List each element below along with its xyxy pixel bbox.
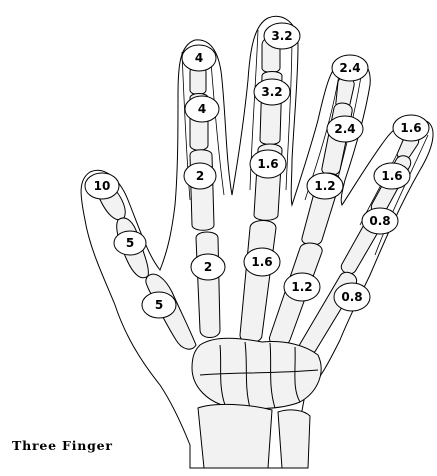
label-thumb-distal: 10 (85, 173, 119, 199)
label-thumb-metacarpal: 5 (142, 292, 176, 318)
label-little-metacarpal: 0.8 (334, 283, 370, 311)
label-little-proximal: 0.8 (362, 208, 398, 234)
label-ring-distal: 2.4 (332, 55, 368, 81)
label-ring-distal-text: 2.4 (339, 61, 360, 75)
label-ring-metacarpal: 1.2 (284, 273, 320, 301)
label-thumb-proximal-text: 5 (126, 236, 134, 250)
label-little-middle: 1.6 (374, 163, 410, 189)
index-metacarpal-bone (196, 232, 220, 338)
label-middle-metacarpal: 1.6 (244, 248, 280, 276)
label-thumb-proximal: 5 (114, 231, 146, 255)
label-little-distal: 1.6 (393, 115, 429, 141)
label-index-metacarpal-text: 2 (204, 260, 212, 274)
label-middle-middle-text: 3.2 (261, 85, 282, 99)
label-little-proximal-text: 0.8 (369, 214, 390, 228)
label-index-proximal: 2 (184, 163, 216, 189)
label-index-metacarpal: 2 (191, 254, 225, 280)
label-ring-proximal-text: 1.2 (314, 179, 335, 193)
label-index-proximal-text: 2 (196, 169, 204, 183)
label-index-distal: 4 (182, 45, 216, 71)
label-ring-metacarpal-text: 1.2 (291, 280, 312, 294)
label-little-metacarpal-text: 0.8 (341, 290, 362, 304)
radius-bone (198, 404, 272, 468)
label-ring-middle-text: 2.4 (334, 122, 355, 136)
label-middle-metacarpal-text: 1.6 (251, 255, 272, 269)
label-thumb-metacarpal-text: 5 (155, 298, 163, 312)
index-proximal-bone (190, 150, 214, 231)
ulna-bone (278, 410, 310, 468)
label-little-distal-text: 1.6 (400, 121, 421, 135)
label-ring-proximal: 1.2 (307, 173, 343, 199)
middle-metacarpal-bone (240, 221, 276, 343)
label-middle-distal-text: 3.2 (271, 29, 292, 43)
label-index-distal-text: 4 (195, 51, 203, 65)
diagram-caption: Three Finger (12, 438, 113, 453)
label-index-middle-text: 4 (198, 102, 206, 116)
carpal-bones (192, 338, 321, 408)
label-middle-middle: 3.2 (254, 79, 290, 105)
label-middle-distal: 3.2 (264, 23, 300, 49)
label-little-middle-text: 1.6 (381, 169, 402, 183)
label-ring-middle: 2.4 (327, 116, 363, 142)
label-middle-proximal: 1.6 (250, 150, 286, 178)
label-thumb-distal-text: 10 (94, 179, 111, 193)
label-middle-proximal-text: 1.6 (257, 157, 278, 171)
label-index-middle: 4 (185, 96, 219, 122)
